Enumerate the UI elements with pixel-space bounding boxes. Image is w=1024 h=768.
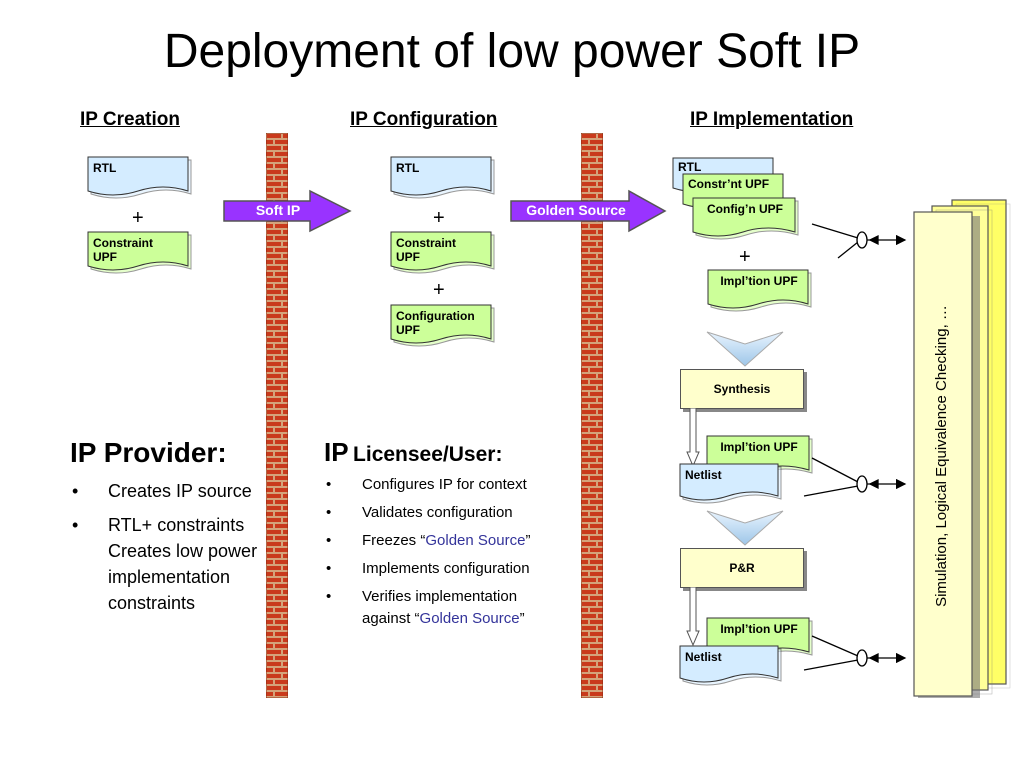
synthesis-box: Synthesis (680, 369, 804, 409)
soft-ip-arrow (223, 189, 352, 233)
down-chevron-icon (706, 510, 784, 546)
down-arrow-icon (686, 408, 700, 468)
licensee-heading-rest: Licensee/User: (353, 443, 503, 466)
provider-bullets: Creates IP source RTL+ constraints Creat… (70, 478, 260, 624)
list-item: Configures IP for context (324, 474, 564, 496)
list-item: Verifies implementation against “Golden … (324, 586, 564, 630)
rtl-label: RTL (396, 161, 420, 175)
rtl-label: RTL (93, 161, 117, 175)
config-upf-label: Config’n UPF (707, 202, 783, 216)
configuration-upf-doc: Configuration UPF (390, 304, 495, 347)
connector-lines (803, 223, 907, 671)
netlist-doc: Netlist (679, 463, 782, 504)
plus-sign: + (433, 279, 445, 301)
plus-sign: + (132, 207, 144, 229)
impl-config-upf-doc: Config’n UPF (692, 197, 799, 240)
list-item: RTL+ constraints Creates low power imple… (70, 512, 260, 616)
down-chevron-icon (706, 331, 784, 367)
upf-label: UPF (396, 323, 420, 337)
plus-sign: + (739, 246, 751, 268)
plus-sign: + (433, 207, 445, 229)
impl-upf-label: Impl’tion UPF (720, 440, 798, 454)
netlist-doc-2: Netlist (679, 645, 782, 686)
down-arrow-icon (686, 587, 700, 647)
ip-implementation-heading: IP Implementation (690, 109, 854, 130)
impl-upf-doc: Impl’tion UPF (707, 269, 812, 312)
list-item: Validates configuration (324, 502, 564, 524)
ip-provider-heading: IP Provider: (70, 437, 227, 468)
licensee-bullets: Configures IP for context Validates conf… (324, 474, 564, 636)
configuration-label: Configuration (396, 309, 475, 323)
verify-prefix: Verifies implementation against “ (362, 588, 518, 627)
constraint-label: Constraint (93, 236, 153, 250)
rtl-doc: RTL (87, 156, 192, 199)
list-item: Freezes “Golden Source” (324, 530, 564, 552)
simulation-doc-stack (913, 199, 1011, 698)
netlist-label: Netlist (685, 650, 722, 664)
licensee-heading-ip: IP (324, 437, 349, 467)
soft-ip-label: Soft IP (255, 202, 301, 218)
brick-wall-right (581, 133, 603, 698)
simulation-label: Simulation, Logical Equivalence Checking… (933, 305, 950, 607)
config-rtl-doc: RTL (390, 156, 495, 199)
freeze-prefix: Freezes “ (362, 532, 426, 549)
impl-upf-label: Impl’tion UPF (720, 622, 798, 636)
upf-label: UPF (93, 250, 117, 264)
constraint-upf-label: Constr’nt UPF (688, 177, 770, 191)
licensee-heading: IP Licensee/User: (324, 437, 502, 468)
brick-wall-left (266, 133, 288, 698)
rtl-label: RTL (678, 160, 702, 174)
verify-suffix: ” (519, 610, 525, 627)
golden-source-text: Golden Source (419, 610, 520, 627)
ip-configuration-heading: IP Configuration (350, 109, 498, 130)
config-constraint-upf-doc: Constraint UPF (390, 231, 495, 274)
constraint-label: Constraint (396, 236, 456, 250)
ip-creation-heading: IP Creation (80, 109, 180, 130)
page-title: Deployment of low power Soft IP (163, 25, 861, 78)
freeze-suffix: ” (525, 532, 531, 549)
list-item: Implements configuration (324, 558, 564, 580)
list-item: Creates IP source (70, 478, 260, 504)
impl-upf-label: Impl’tion UPF (720, 274, 798, 288)
pr-box: P&R (680, 548, 804, 588)
upf-label: UPF (396, 250, 420, 264)
netlist-label: Netlist (685, 468, 722, 482)
golden-source-arrow (510, 189, 667, 233)
golden-source-text: Golden Source (425, 532, 526, 549)
constraint-upf-doc: Constraint UPF (87, 231, 192, 274)
golden-source-label: Golden Source (526, 202, 626, 218)
